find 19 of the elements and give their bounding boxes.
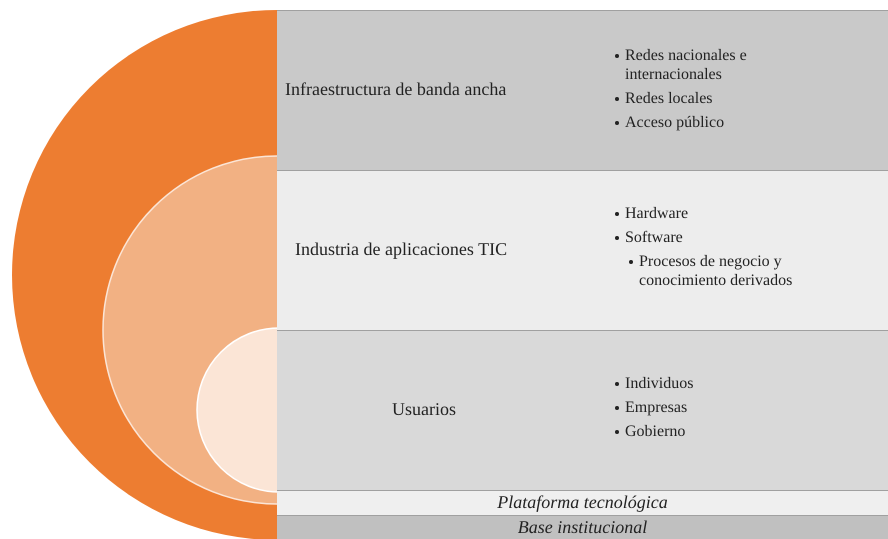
- layer-band: [277, 330, 888, 490]
- bullet-item: Procesos de negocio y conocimiento derivados: [639, 252, 794, 290]
- layer-title: Usuarios: [392, 399, 456, 420]
- layer-band: [277, 515, 888, 539]
- layer-title: Base institucional: [516, 517, 648, 538]
- layer-band: [277, 170, 888, 330]
- bullet-item: Hardware: [625, 204, 690, 223]
- layer-band: [277, 10, 888, 170]
- bullet-item: Acceso público: [625, 113, 726, 132]
- layer-band: [277, 490, 888, 515]
- layer-title: Plataforma tecnológica: [496, 492, 669, 513]
- layer-title: Industria de aplicaciones TIC: [295, 239, 508, 260]
- bullet-item: Individuos: [625, 374, 694, 393]
- layer-title: Infraestructura de banda ancha: [285, 79, 506, 100]
- bullet-item: Software: [625, 228, 684, 247]
- bullet-item: Gobierno: [625, 422, 686, 441]
- bullet-item: Empresas: [625, 398, 688, 417]
- bullet-item: Redes nacionales e internacionales: [625, 46, 748, 84]
- bullet-item: Redes locales: [625, 89, 714, 108]
